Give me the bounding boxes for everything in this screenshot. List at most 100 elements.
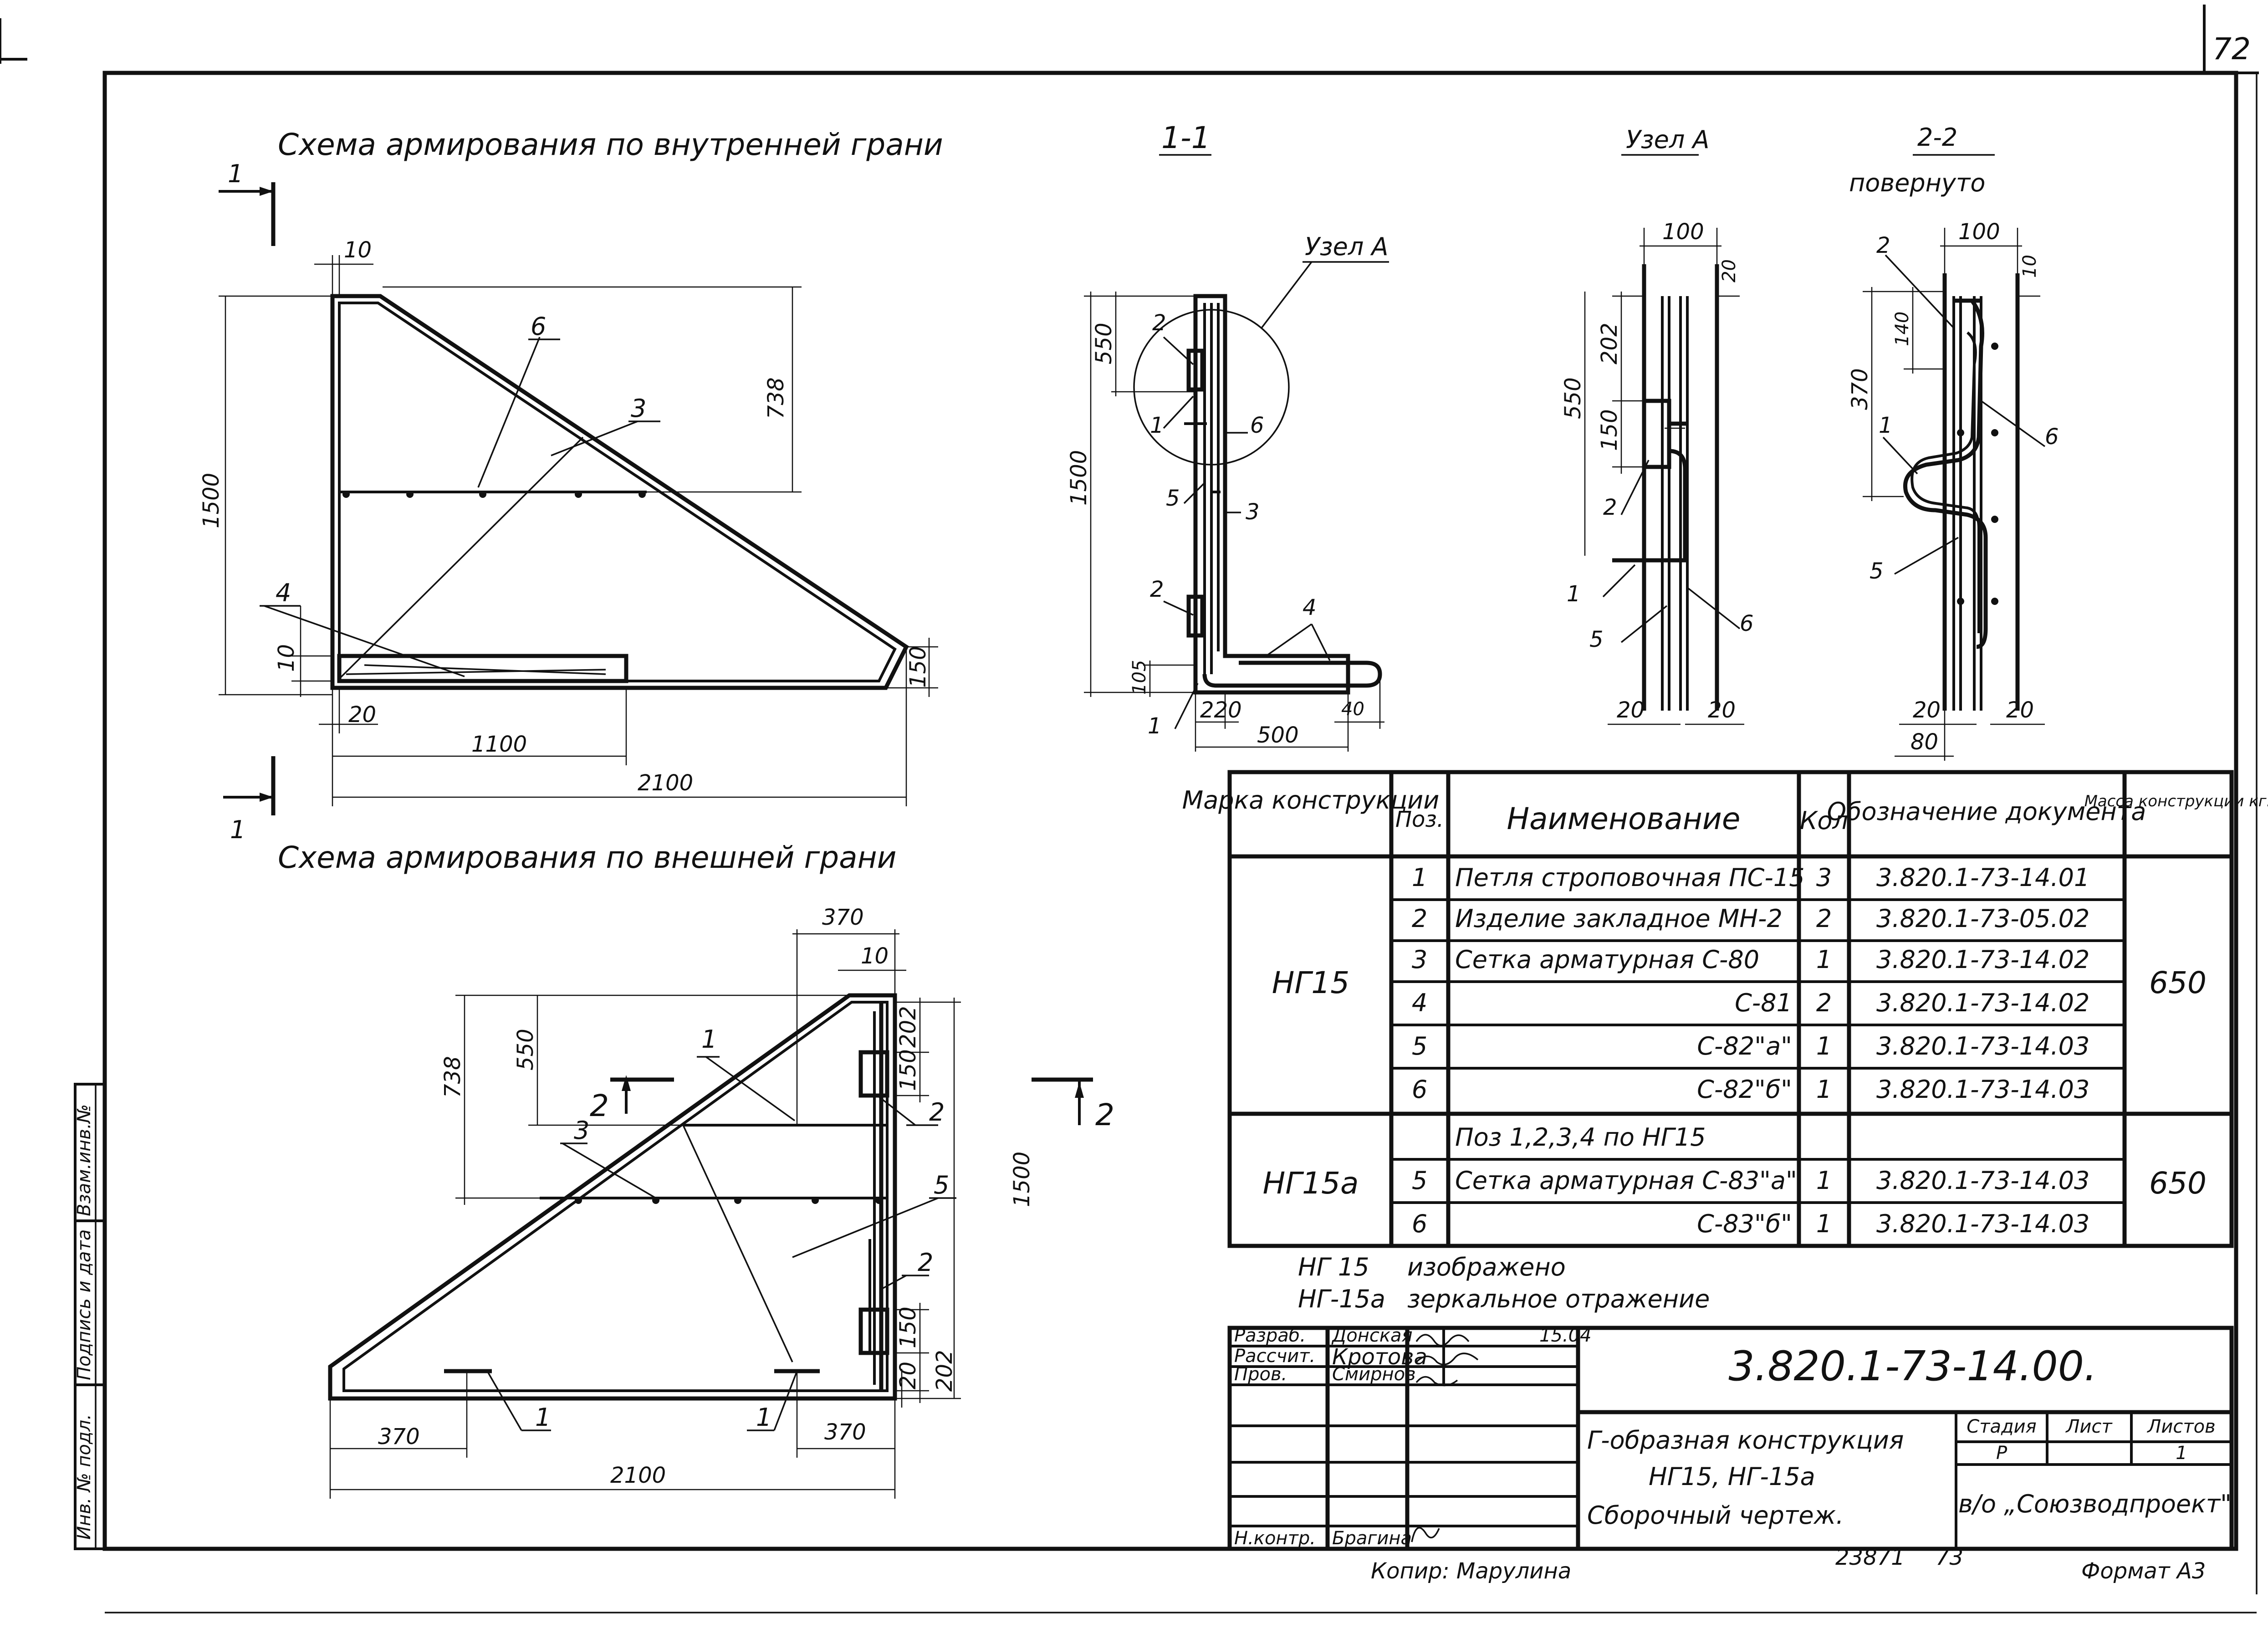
spec-row-2-name: Изделие закладное МН-2 bbox=[1455, 904, 1783, 933]
outer-dim-550: 550 bbox=[513, 1029, 538, 1070]
spec-row-3-doc: 3.820.1-73-14.02 bbox=[1876, 945, 2089, 974]
s22-dim-80: 80 bbox=[1910, 729, 1938, 755]
spec-row: 6 С-82"б" 1 3.820.1-73-14.03 bbox=[1412, 1075, 2090, 1104]
inner-face-view: Схема армирования по внутренней грани 1 … bbox=[199, 127, 943, 844]
inner-dim-738: 738 bbox=[763, 377, 789, 419]
outer-pos-2a: 2 bbox=[929, 1098, 945, 1127]
spec-row-5-pos: 5 bbox=[1412, 1032, 1427, 1060]
inner-face-title: Схема армирования по внутренней грани bbox=[278, 127, 943, 162]
spec-row-3-qty: 1 bbox=[1816, 945, 1832, 974]
spec-group2-mark: НГ15а bbox=[1263, 1166, 1359, 1201]
node-dim-100: 100 bbox=[1662, 219, 1704, 245]
spec-row-8-name: Сетка арматурная С-83"а" bbox=[1455, 1166, 1797, 1195]
spec-group1-mass: 650 bbox=[2149, 965, 2207, 1000]
section-2-2-view: 2-2 повернуто 2 1 6 5 100 10 bbox=[1847, 123, 2059, 761]
inner-pos-3: 3 bbox=[631, 394, 646, 423]
spec-row-8-pos: 5 bbox=[1412, 1166, 1427, 1195]
s11-dim-550: 550 bbox=[1091, 323, 1117, 364]
s11-dim-40: 40 bbox=[1341, 699, 1364, 720]
inner-dim-1100: 1100 bbox=[471, 732, 527, 757]
side-stamp-vzam: Взам.инв.№ bbox=[74, 1104, 95, 1216]
outer-dim-202b: 202 bbox=[932, 1350, 957, 1392]
s22-dim-100: 100 bbox=[1958, 219, 2000, 245]
outer-dim-10: 10 bbox=[861, 943, 889, 969]
tb-desc-3: Сборочный чертеж. bbox=[1587, 1501, 1844, 1530]
node-dim-20: 20 bbox=[1719, 259, 1740, 282]
spec-row-9-pos: 6 bbox=[1412, 1209, 1427, 1238]
outer-dim-2100: 2100 bbox=[610, 1463, 666, 1488]
node-dim-202: 202 bbox=[1597, 323, 1622, 364]
node-dim-20-right: 20 bbox=[1708, 697, 1736, 723]
s11-pos-2b: 2 bbox=[1150, 577, 1164, 602]
tb-name-2: Кротова bbox=[1332, 1344, 1427, 1370]
inner-dim-20: 20 bbox=[348, 702, 376, 727]
spec-row-5-name: С-82"а" bbox=[1697, 1032, 1792, 1060]
spec-row: 1 Петля строповочная ПС-15 3 3.820.1-73-… bbox=[1412, 863, 2090, 892]
spec-header-mark: Марка конструкции bbox=[1182, 786, 1440, 814]
s11-dim-500: 500 bbox=[1257, 722, 1299, 748]
tb-sheets-header: Листов bbox=[2146, 1416, 2215, 1437]
spec-row-3-name: Сетка арматурная С-80 bbox=[1455, 945, 1759, 974]
s22-dim-140: 140 bbox=[1892, 312, 1913, 346]
side-stamp-inv: Инв. № подл. bbox=[74, 1414, 95, 1540]
s22-dim-10: 10 bbox=[2019, 255, 2040, 278]
tb-role-2: Рассчит. bbox=[1234, 1346, 1315, 1367]
footer: Копир: Марулина 23871 73 Формат А3 bbox=[1371, 1545, 2206, 1584]
spec-row-7-name: Поз 1,2,3,4 по НГ15 bbox=[1455, 1123, 1706, 1152]
outer-dim-370-right: 370 bbox=[824, 1419, 866, 1445]
spec-row-8-qty: 1 bbox=[1816, 1166, 1832, 1195]
s22-pos-5: 5 bbox=[1870, 558, 1884, 584]
note-1-text: изображено bbox=[1407, 1253, 1566, 1281]
spec-row-6-qty: 1 bbox=[1816, 1075, 1832, 1104]
s22-pos-2: 2 bbox=[1876, 233, 1890, 258]
signature-scribble bbox=[1411, 1334, 1479, 1542]
inner-pos-6: 6 bbox=[531, 312, 546, 341]
note-2-mark: НГ-15а bbox=[1298, 1285, 1385, 1313]
section-2-2-rotated: повернуто bbox=[1849, 169, 1985, 197]
spec-row-4-pos: 4 bbox=[1412, 989, 1427, 1017]
tb-name-3: Смирнов bbox=[1332, 1364, 1416, 1385]
inner-dim-10: 10 bbox=[344, 237, 372, 263]
spec-header-name: Наименование bbox=[1507, 801, 1741, 836]
tb-sheets: 1 bbox=[2176, 1443, 2187, 1464]
spec-row: 3 Сетка арматурная С-80 1 3.820.1-73-14.… bbox=[1412, 945, 2090, 974]
spec-row-1-doc: 3.820.1-73-14.01 bbox=[1876, 863, 2089, 892]
cut-1-bottom-label: 1 bbox=[230, 815, 245, 844]
tb-role-1: Разраб. bbox=[1234, 1325, 1306, 1346]
spec-row-1-qty: 3 bbox=[1816, 863, 1832, 892]
outer-face-view: Схема армирования по внешней грани bbox=[278, 840, 1114, 1499]
tb-date: 15.04 bbox=[1539, 1325, 1592, 1346]
s22-dim-370: 370 bbox=[1847, 368, 1873, 410]
spec-row: 5 С-82"а" 1 3.820.1-73-14.03 bbox=[1412, 1032, 2090, 1060]
spec-row-9-name: С-83"б" bbox=[1697, 1209, 1792, 1238]
tb-name-7: Брагина bbox=[1332, 1528, 1412, 1549]
s11-pos-3: 3 bbox=[1246, 499, 1260, 525]
footer-order: 23871 bbox=[1835, 1545, 1905, 1570]
tb-role-7: Н.контр. bbox=[1234, 1528, 1316, 1549]
s11-dim-1500: 1500 bbox=[1066, 450, 1092, 506]
s11-dim-105: 105 bbox=[1129, 660, 1150, 695]
spec-row: 2 Изделие закладное МН-2 2 3.820.1-73-05… bbox=[1412, 904, 2090, 933]
spec-row-9-doc: 3.820.1-73-14.03 bbox=[1876, 1209, 2089, 1238]
node-pos-2: 2 bbox=[1603, 495, 1617, 520]
s22-dim-20-right: 20 bbox=[2006, 697, 2034, 723]
tb-org: в/о „Союзводпроект" bbox=[1958, 1490, 2232, 1518]
outer-pos-5: 5 bbox=[934, 1171, 949, 1199]
node-a-view: Узел А 2 1 5 6 100 20 202 150 550 bbox=[1560, 125, 1754, 725]
section-1-1-callout: Узел А bbox=[1305, 232, 1388, 261]
spec-header-mass: Масса конструкции кг. bbox=[2084, 792, 2268, 810]
spec-header-doc: Обозначение документа bbox=[1827, 797, 2146, 826]
inner-pos-4: 4 bbox=[276, 579, 291, 607]
outer-dim-1500: 1500 bbox=[1009, 1152, 1035, 1207]
s22-pos-6: 6 bbox=[2045, 424, 2059, 450]
spec-group1-mark: НГ15 bbox=[1272, 965, 1349, 1000]
s11-pos-1a: 1 bbox=[1150, 413, 1164, 438]
s11-pos-1b: 1 bbox=[1148, 713, 1162, 739]
outer-pos-1b: 1 bbox=[535, 1403, 551, 1432]
outer-dim-202: 202 bbox=[895, 1006, 921, 1048]
spec-row: 4 С-81 2 3.820.1-73-14.02 bbox=[1412, 989, 2090, 1017]
node-pos-1: 1 bbox=[1567, 581, 1581, 607]
cut-2-right-label: 2 bbox=[1095, 1097, 1114, 1132]
spec-row-2-pos: 2 bbox=[1412, 904, 1427, 933]
page-number: 72 bbox=[2212, 31, 2251, 67]
